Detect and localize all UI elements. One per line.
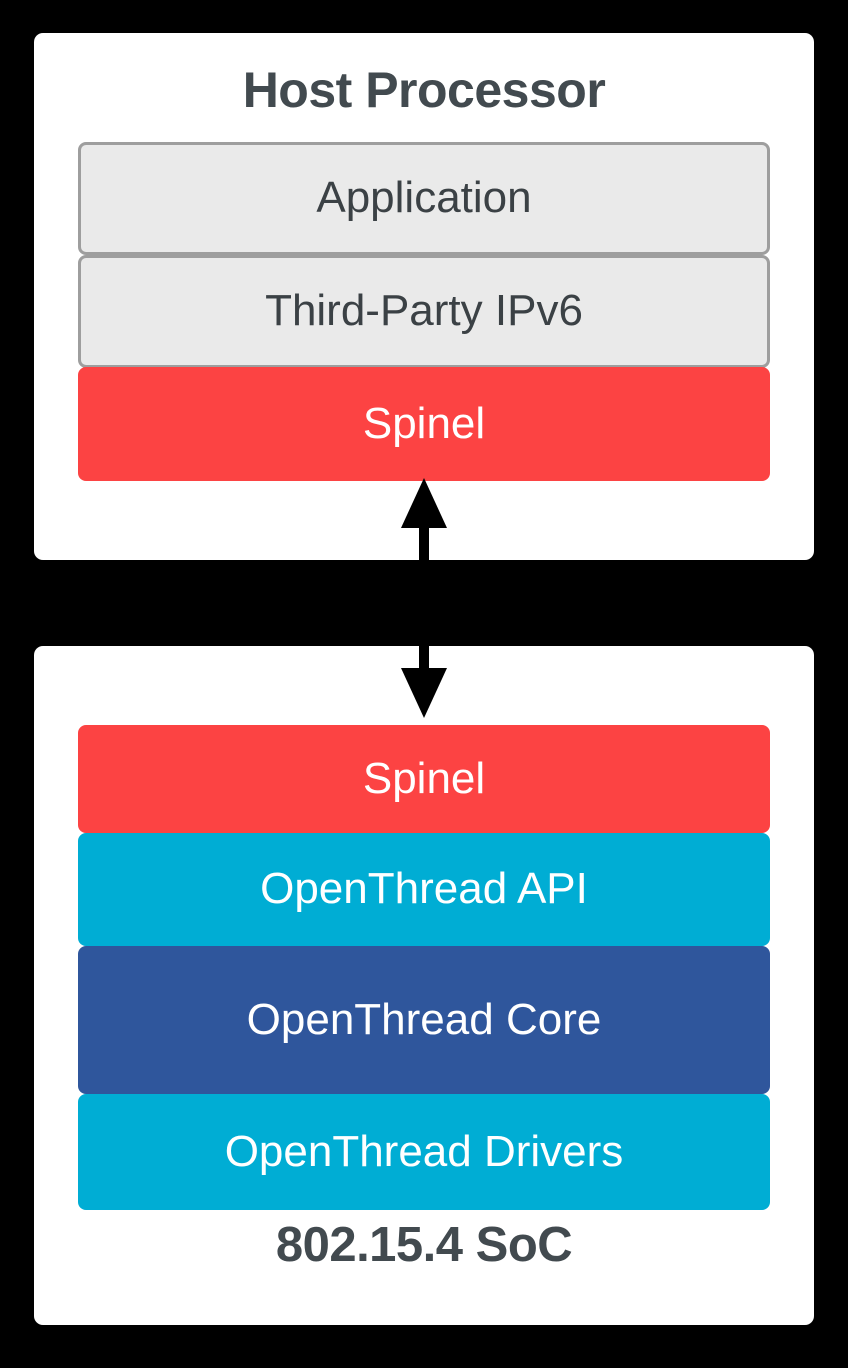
- block-openthread-drivers[interactable]: OpenThread Drivers: [78, 1094, 770, 1210]
- host-processor-panel: Host Processor Application Third-Party I…: [34, 33, 814, 560]
- block-host-spinel-label: Spinel: [362, 398, 486, 448]
- block-application[interactable]: Application: [78, 142, 770, 255]
- block-openthread-core[interactable]: OpenThread Core: [78, 946, 770, 1094]
- soc-panel: Spinel OpenThread API OpenThread Core Op…: [34, 646, 814, 1325]
- block-soc-spinel-label: Spinel: [362, 753, 486, 803]
- block-openthread-api-label: OpenThread API: [260, 864, 588, 914]
- host-processor-title: Host Processor: [242, 62, 606, 118]
- block-openthread-drivers-label: OpenThread Drivers: [224, 1126, 624, 1176]
- block-openthread-core-label: OpenThread Core: [246, 994, 602, 1044]
- soc-title: 802.15.4 SoC: [275, 1218, 573, 1272]
- block-soc-spinel[interactable]: Spinel: [78, 725, 770, 833]
- block-application-label: Application: [316, 173, 532, 223]
- block-openthread-api[interactable]: OpenThread API: [78, 833, 770, 946]
- block-host-spinel[interactable]: Spinel: [78, 367, 770, 481]
- block-third-party-ipv6-label: Third-Party IPv6: [265, 286, 583, 336]
- block-third-party-ipv6[interactable]: Third-Party IPv6: [78, 255, 770, 368]
